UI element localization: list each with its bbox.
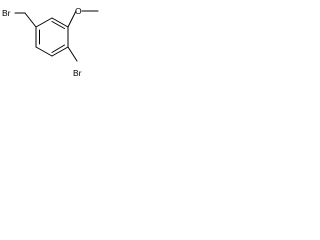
aryl-bromine-bond	[67, 46, 78, 62]
ring-bond-5	[35, 46, 53, 57]
ring-bond-1	[35, 17, 53, 28]
ring-double-bond-1	[51, 21, 65, 29]
structure-svg: Br O Br	[2, 6, 99, 78]
ring-bond-2	[51, 17, 69, 28]
ring-double-bond-2	[51, 44, 65, 53]
ring-bond-4	[51, 46, 69, 57]
aryl-oxygen-bond	[67, 10, 77, 28]
methoxy-oxygen-label: O	[75, 6, 82, 16]
benzylic-bond	[24, 12, 37, 28]
aryl-bromine-label: Br	[73, 68, 82, 78]
bromomethyl-bromine-label: Br	[2, 8, 11, 18]
molecule-structure: Br O Br	[0, 0, 105, 83]
